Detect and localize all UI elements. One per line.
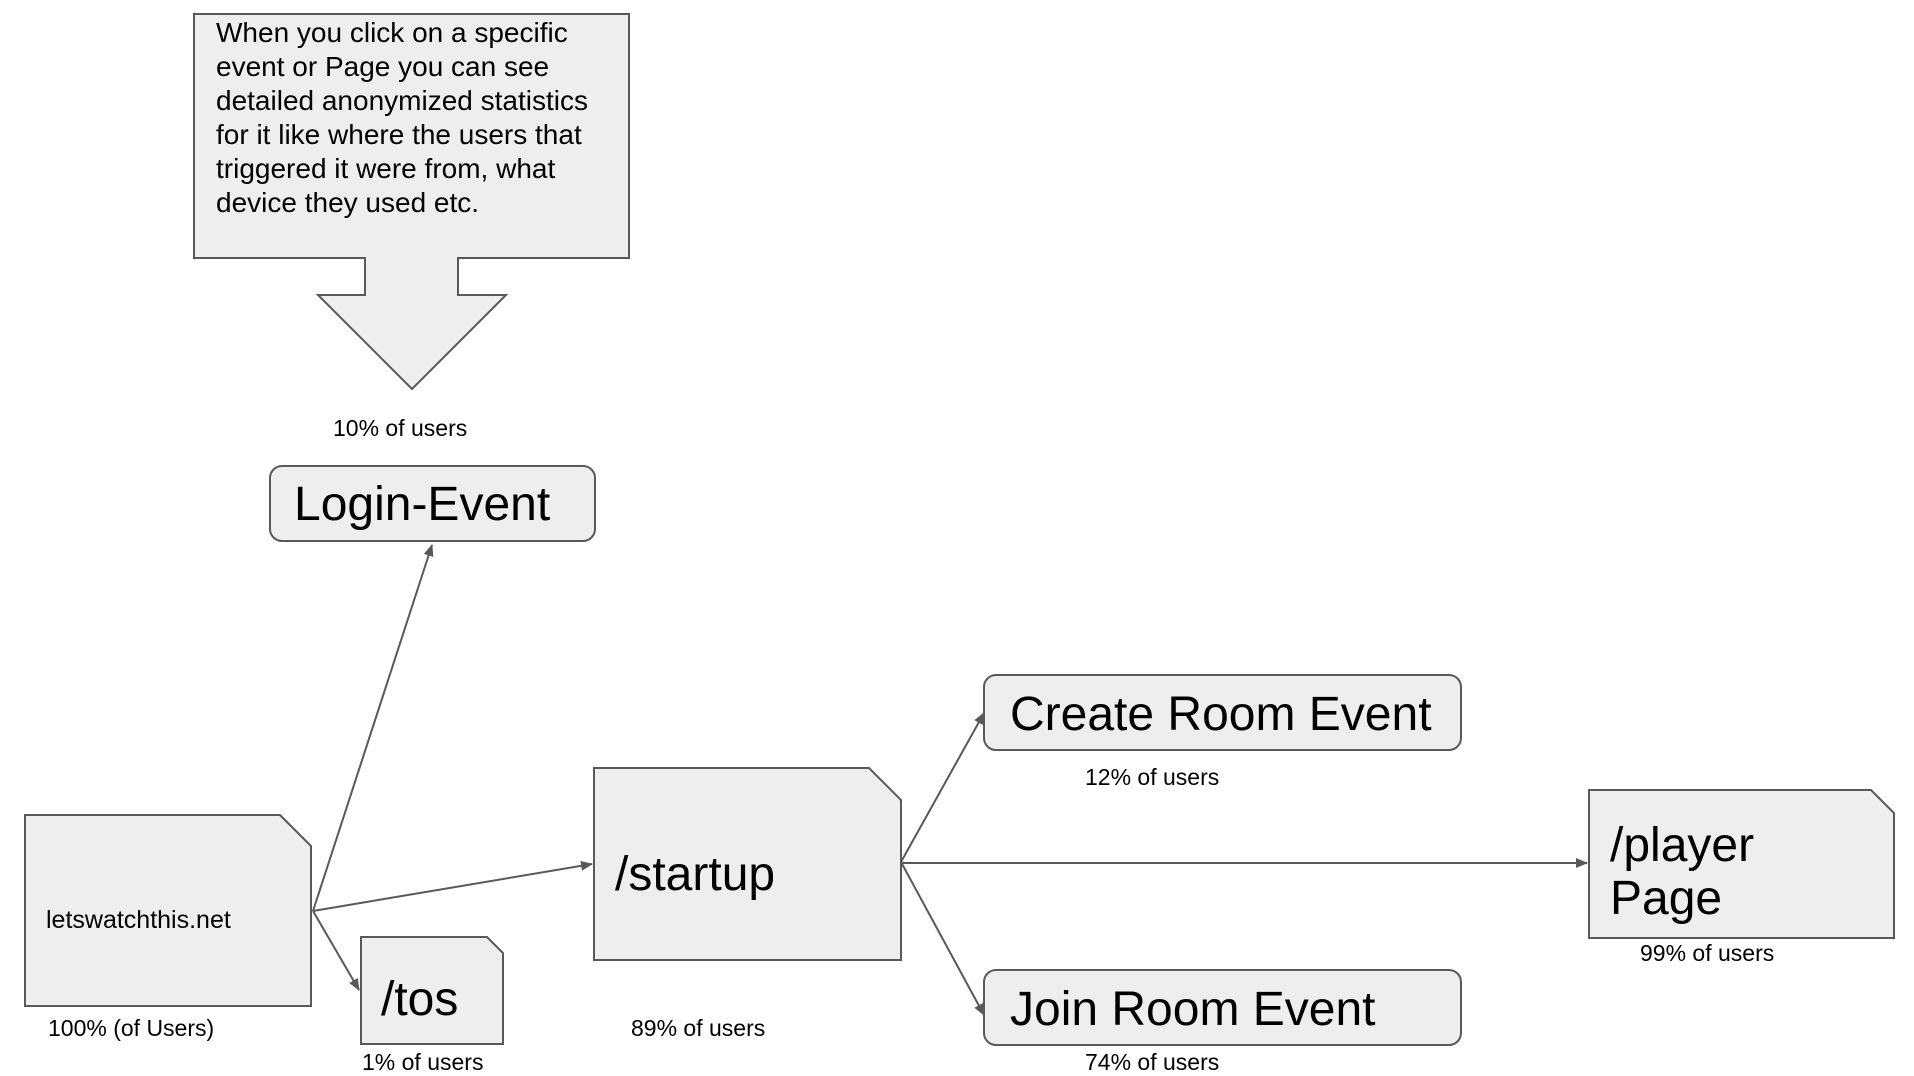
- edge-startup-to-join-room: [900, 861, 985, 1016]
- edge-startup-to-create-room: [900, 712, 985, 863]
- site-stat-label: 100% (of Users): [48, 1015, 215, 1041]
- edge-site-to-tos: [312, 910, 360, 991]
- player-node-label-line2[interactable]: Page: [1610, 872, 1723, 925]
- startup-node-shape: [593, 767, 902, 961]
- player-node-shape: [1588, 789, 1895, 939]
- join-room-stat-label: 74% of users: [1085, 1049, 1220, 1075]
- edge-site-to-login: [312, 544, 434, 912]
- login-stat-label: 10% of users: [333, 415, 468, 441]
- player-stat-label: 99% of users: [1640, 940, 1775, 966]
- callout-text: When you click on a specific event or Pa…: [216, 17, 588, 218]
- startup-stat-label: 89% of users: [631, 1015, 766, 1041]
- tos-node-label[interactable]: /tos: [381, 973, 459, 1026]
- startup-node-label[interactable]: /startup: [615, 848, 776, 901]
- callout-shape: [193, 13, 630, 391]
- site-node-shape: [24, 814, 312, 1007]
- create-room-event-shape: [983, 674, 1462, 751]
- edge-site-to-startup: [312, 860, 593, 912]
- tos-stat-label: 1% of users: [362, 1049, 484, 1075]
- join-room-event-label[interactable]: Join Room Event: [1010, 983, 1376, 1036]
- tos-node-shape: [360, 936, 504, 1045]
- login-event-label[interactable]: Login-Event: [294, 478, 551, 531]
- create-room-event-label[interactable]: Create Room Event: [1010, 688, 1432, 741]
- player-node-label-line1[interactable]: /player: [1610, 819, 1755, 872]
- site-node-label[interactable]: letswatchthis.net: [46, 906, 231, 934]
- join-room-event-shape: [983, 969, 1462, 1046]
- create-room-stat-label: 12% of users: [1085, 764, 1220, 790]
- login-event-shape: [269, 465, 596, 542]
